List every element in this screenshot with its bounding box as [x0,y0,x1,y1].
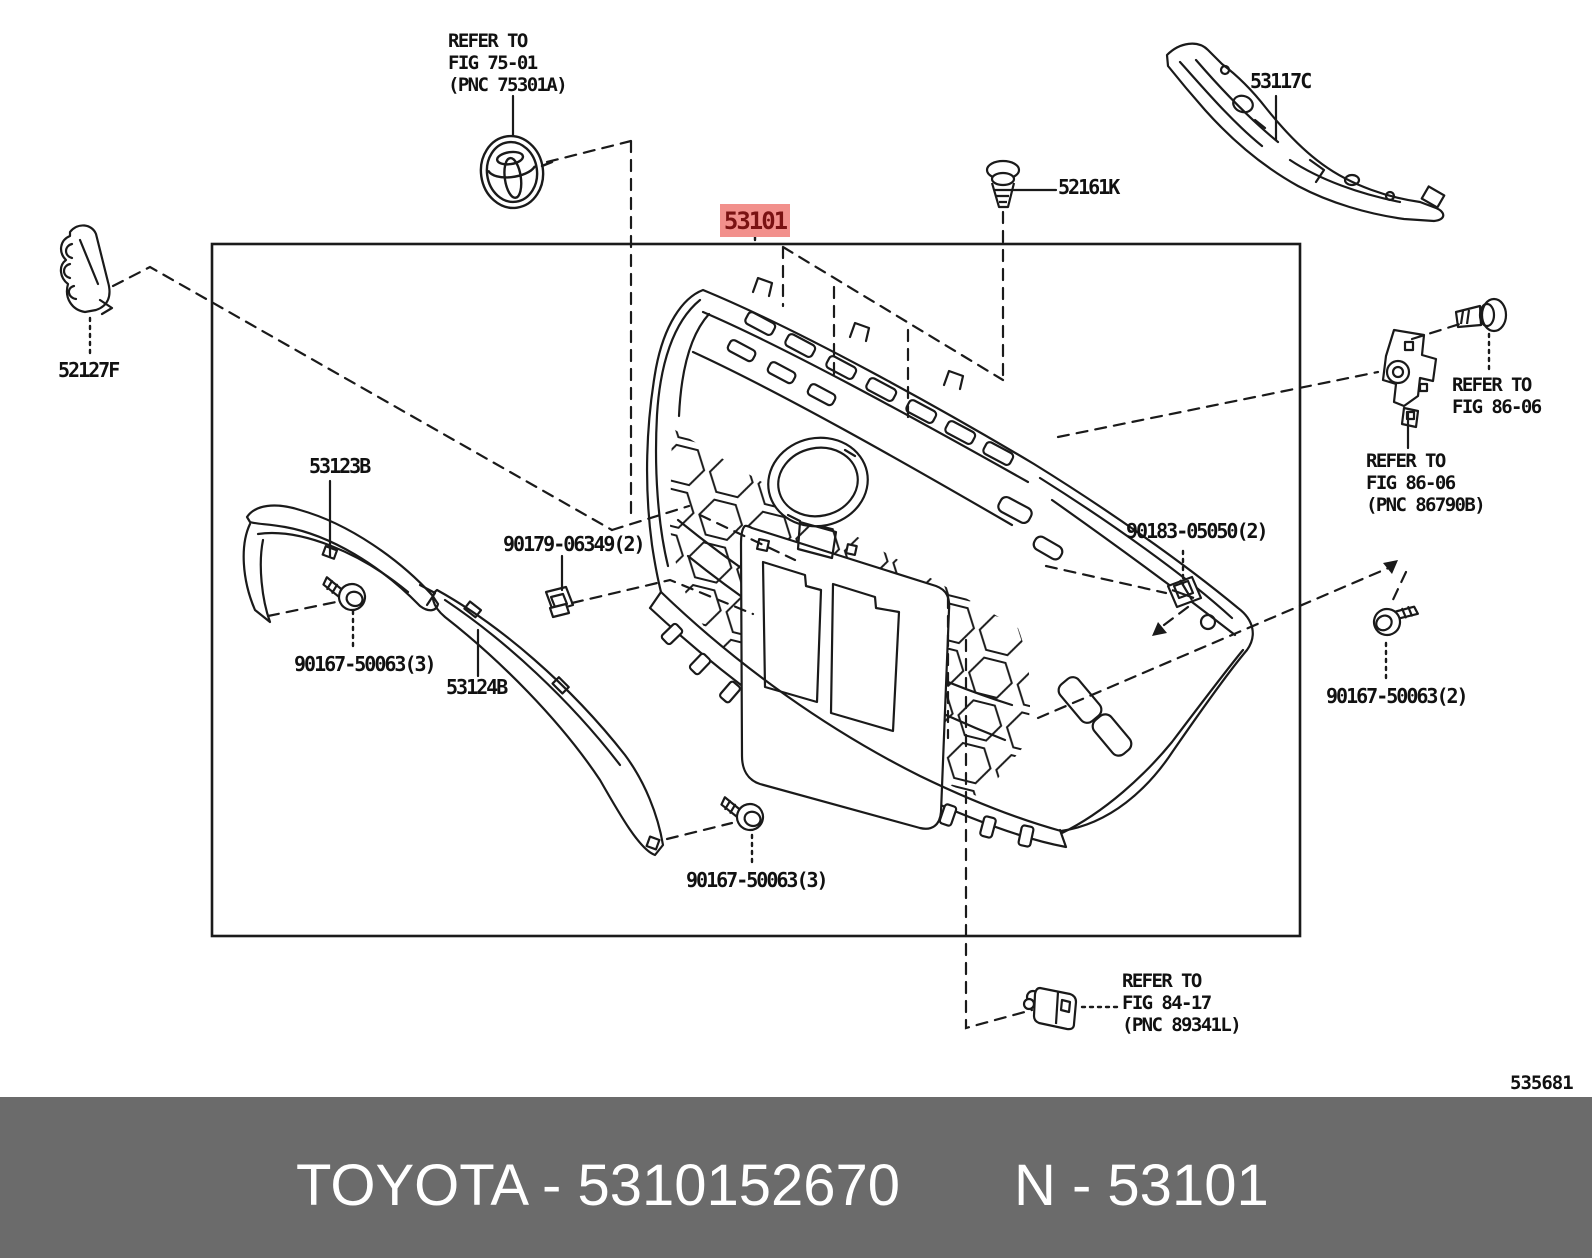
part-label-90167-2[interactable]: 90167-50063(2) [1326,684,1469,708]
screw-90167-2-drawing[interactable] [1367,592,1421,642]
part-label-53123b[interactable]: 53123B [309,454,371,478]
footer-brand-part-number: TOYOTA - 5310152670 [296,1153,901,1218]
part-label-53117c[interactable]: 53117C [1250,69,1312,93]
part-label-90167-3b[interactable]: 90167-50063(3) [686,868,829,892]
grille-drawing[interactable] [645,276,1254,849]
footer-bar [0,1097,1592,1258]
part-label-52127f[interactable]: 52127F [58,358,120,382]
diagram-line-art [59,42,1508,1031]
part-53117c-drawing[interactable] [1165,42,1446,223]
part-90179-drawing[interactable] [544,585,575,619]
part-label-90183[interactable]: 90183-05050(2) [1126,519,1269,543]
refer-fig-86-06-note: REFER TO FIG 86-06 [1452,374,1542,418]
bracket-86-06-drawing [1381,328,1438,429]
highlighted-part-label-53101[interactable]: 53101 [720,204,790,237]
screw-90167-3b-drawing[interactable] [715,793,768,835]
toyota-emblem-drawing [479,134,554,210]
screw-90167-3a-drawing[interactable] [317,573,370,615]
footer-figure-part-number: N - 53101 [1014,1153,1269,1218]
diagram-frame-box [210,242,1302,938]
sheet-number: 535681 [1510,1072,1574,1094]
refer-fig-86-06-pnc-note: REFER TO FIG 86-06 (PNC 86790B) [1366,450,1486,516]
part-label-90167-3a[interactable]: 90167-50063(3) [294,652,437,676]
part-52127f-drawing[interactable] [59,224,114,316]
refer-fig-75-01-note: REFER TO FIG 75-01 (PNC 75301A) [448,30,568,96]
part-label-53124b[interactable]: 53124B [446,675,508,699]
part-label-90179[interactable]: 90179-06349(2) [503,532,646,556]
leader-lines [88,94,1491,1030]
screw-86-06-drawing [1454,297,1508,333]
clip-84-17-drawing [1022,986,1078,1031]
refer-fig-84-17-note: REFER TO FIG 84-17 (PNC 89341L) [1122,970,1242,1036]
part-90183-drawing[interactable] [1166,575,1203,609]
part-53124b-drawing[interactable] [431,588,665,857]
part-52161k-drawing[interactable] [985,159,1021,209]
part-label-52161k[interactable]: 52161K [1058,175,1120,199]
